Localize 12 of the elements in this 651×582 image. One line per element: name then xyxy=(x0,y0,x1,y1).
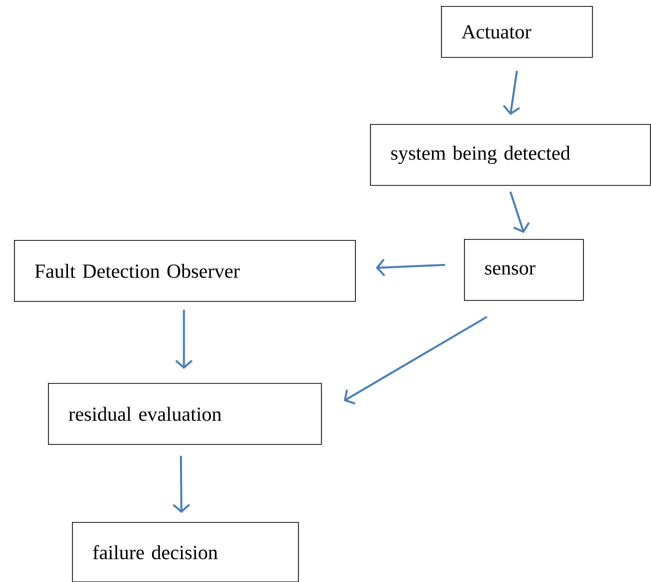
process-box: Actuator xyxy=(441,6,593,58)
arrow xyxy=(175,310,193,369)
arrow xyxy=(172,456,190,513)
process-box: system being detected xyxy=(370,124,651,186)
arrow xyxy=(344,316,488,405)
arrow xyxy=(509,192,530,233)
process-box: Fault Detection Observer xyxy=(14,240,356,302)
process-box: failure decision xyxy=(72,522,299,582)
arrow xyxy=(502,70,520,115)
process-box: sensor xyxy=(464,239,584,301)
arrow xyxy=(376,258,446,276)
process-box: residual evaluation xyxy=(48,383,322,445)
